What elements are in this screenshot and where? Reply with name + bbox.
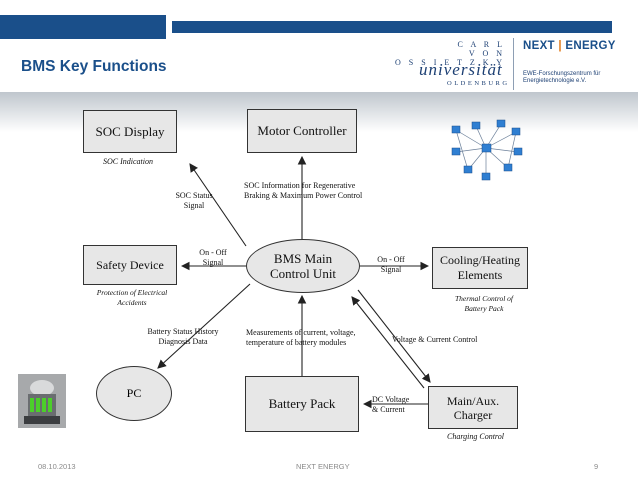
header-bar-right: [172, 21, 612, 33]
bms-main-control-unit: BMS Main Control Unit: [246, 239, 360, 293]
footer-date: 08.10.2013: [38, 462, 76, 471]
label-measurements: Measurements of current, voltage, temper…: [246, 328, 356, 347]
arrow-bms-to-charger: [357, 289, 431, 383]
soc-display-label: SOC Display: [95, 123, 165, 139]
network-cubes-icon: [451, 119, 523, 181]
next-energy-subtitle: EWE-Forschungszentrum für Energietechnol…: [523, 71, 601, 84]
header-bar-left: [0, 15, 166, 39]
label-onoff-right: On - Off Signal: [377, 255, 405, 274]
university-city: OLDENBURG: [447, 80, 510, 87]
university-line-1: C A R L: [457, 40, 505, 49]
safety-device-box: Safety Device: [83, 245, 177, 285]
cooling-heating-box: Cooling/Heating Elements: [432, 247, 528, 289]
motor-controller-label: Motor Controller: [257, 123, 347, 138]
arrow-charger-to-bms: [351, 296, 425, 389]
slide-title: BMS Key Functions: [21, 58, 167, 75]
logo-pipe: |: [554, 40, 566, 52]
motor-controller-box: Motor Controller: [247, 109, 357, 153]
label-soc-info: SOC Information for Regenerative Braking…: [244, 181, 363, 200]
university-name: universität: [419, 60, 503, 79]
label-battery-history: Battery Status History Diagnosis Data: [147, 327, 219, 346]
soc-display-box: SOC Display: [83, 110, 177, 153]
next-energy-logo-a: NEXT: [523, 40, 555, 52]
logo-divider: [513, 38, 514, 90]
label-soc-status: SOC Status Signal: [175, 191, 213, 210]
battery-module-image: [18, 374, 66, 428]
arrow-pc: [157, 283, 251, 369]
charger-label: Main/Aux. Charger: [446, 393, 500, 422]
university-line-2: V O N: [468, 49, 505, 58]
charger-caption: Charging Control: [447, 432, 504, 441]
cooling-caption: Thermal Control of Battery Pack: [454, 294, 514, 313]
footer-page: 9: [594, 462, 599, 471]
footer-center: NEXT ENERGY: [296, 462, 350, 471]
bms-main-label: BMS Main Control Unit: [269, 251, 337, 281]
pc-label: PC: [126, 386, 142, 400]
label-onoff-left: On - Off Signal: [199, 248, 227, 267]
cooling-heating-label: Cooling/Heating Elements: [440, 253, 520, 282]
arrow-soc-display: [189, 163, 247, 247]
next-energy-logo-b: ENERGY: [565, 40, 616, 52]
safety-caption: Protection of Electrical Accidents: [96, 288, 168, 307]
safety-device-label: Safety Device: [96, 257, 164, 272]
university-logo-top: C A R L V O N O S S I E T Z K Y: [395, 40, 505, 67]
label-voltage-current: Voltage & Current Control: [392, 335, 478, 344]
pc-ellipse: PC: [96, 366, 172, 421]
battery-pack-label: Battery Pack: [268, 396, 336, 411]
battery-pack-box: Battery Pack: [245, 376, 359, 432]
next-energy-logo: NEXT | ENERGY: [523, 40, 616, 52]
charger-box: Main/Aux. Charger: [428, 386, 518, 429]
label-dc-voltage: DC Voltage & Current: [372, 395, 410, 414]
soc-indication-caption: SOC Indication: [103, 157, 153, 166]
university-line-3: O S S I E T Z K Y: [395, 58, 505, 67]
